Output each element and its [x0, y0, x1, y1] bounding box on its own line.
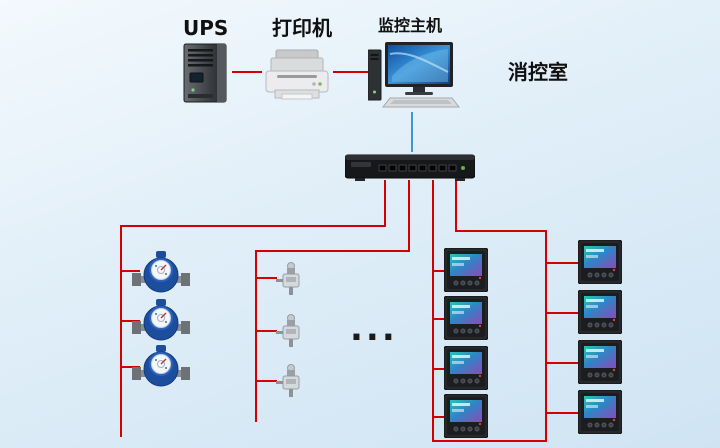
bus-transmitter-horizontal: [255, 250, 410, 252]
stub-panelmeter-c2-1: [547, 262, 578, 264]
control-room-label: 消控室: [508, 60, 568, 84]
stub-panelmeter-c2-3: [547, 362, 578, 364]
bus-watermeter-horizontal: [120, 225, 386, 227]
stub-watermeter-2: [122, 320, 140, 322]
bus-panelmeter-col2-vertical: [545, 230, 547, 442]
stub-panelmeter-c1-2: [434, 318, 445, 320]
stub-panelmeter-c2-4: [547, 412, 578, 414]
cable-port3-riser: [432, 180, 434, 442]
panel-meter-c1-4-icon: [443, 393, 489, 439]
stub-transmitter-1: [257, 277, 277, 279]
panel-meter-c2-3-icon: [577, 339, 623, 385]
uplink-host-collector: [411, 112, 413, 152]
bus-watermeter-vertical: [120, 225, 122, 437]
stub-panelmeter-c1-1: [434, 270, 445, 272]
cable-port2-drop: [408, 180, 410, 252]
water-meter-1-icon: [132, 250, 190, 296]
stub-watermeter-3: [122, 366, 140, 368]
cable-port1-drop: [384, 180, 386, 227]
cable-printer-host: [333, 71, 372, 73]
panel-meter-c1-3-icon: [443, 345, 489, 391]
stub-watermeter-1: [122, 270, 140, 272]
host-computer-icon: [367, 42, 461, 110]
transmitter-3-icon: [276, 364, 306, 398]
cable-ups-printer: [232, 71, 262, 73]
stub-panelmeter-c2-2: [547, 312, 578, 314]
bus-bottom-horizontal: [432, 440, 547, 442]
host-label: 监控主机: [378, 16, 443, 35]
stub-panelmeter-c1-4: [434, 416, 445, 418]
panel-meter-c2-1-icon: [577, 239, 623, 285]
stub-transmitter-2: [257, 330, 277, 332]
transmitter-2-icon: [276, 314, 306, 348]
panel-meter-c2-4-icon: [577, 389, 623, 435]
panel-meter-c1-1-icon: [443, 247, 489, 293]
stub-panelmeter-c1-3: [434, 368, 445, 370]
data-collector-icon: [344, 152, 476, 182]
water-meter-3-icon: [132, 344, 190, 390]
bus-transmitter-vertical: [255, 250, 257, 422]
ups-device-icon: [182, 42, 230, 104]
stub-transmitter-3: [257, 380, 277, 382]
transmitter-1-icon: [276, 262, 306, 296]
bus-panelmeter-horizontal: [455, 230, 547, 232]
cable-port4-drop: [455, 180, 457, 232]
panel-meter-c1-2-icon: [443, 295, 489, 341]
ups-label: UPS: [183, 16, 229, 40]
water-meter-2-icon: [132, 298, 190, 344]
printer-label: 打印机: [272, 16, 332, 40]
panel-meter-c2-2-icon: [577, 289, 623, 335]
printer-device-icon: [262, 46, 332, 102]
ellipsis-more-devices: ...: [350, 309, 398, 349]
